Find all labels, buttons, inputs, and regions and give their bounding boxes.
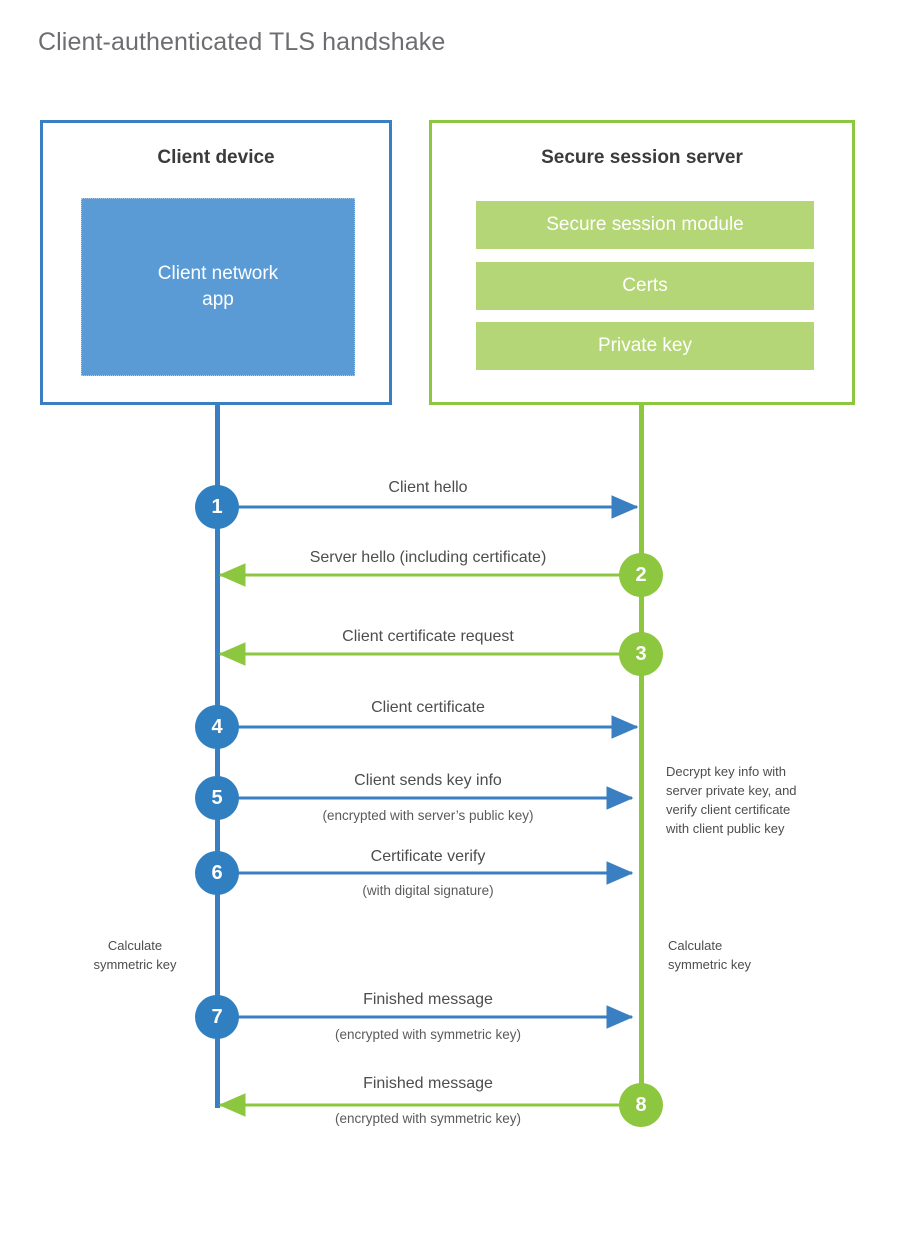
message-sublabel-8: (encrypted with symmetric key) [334, 1111, 522, 1126]
message-label-1: Client hello [388, 479, 468, 496]
note-line: Calculate [107, 938, 163, 953]
step-number-5: 5 [211, 786, 223, 809]
server-lifeline [639, 405, 644, 1105]
note-line: Decrypt key info with [666, 764, 786, 779]
server-module-label: Private key [598, 335, 692, 356]
server-module-certs: Certs [476, 262, 814, 310]
message-label-8: Finished message [363, 1075, 493, 1092]
step-circle-1[interactable]: 1 [195, 485, 239, 529]
message-label-4: Client certificate [371, 699, 485, 716]
step-number-4: 4 [211, 715, 223, 738]
message-sublabel-5: (encrypted with server’s public key) [322, 808, 534, 823]
note-decrypt-key-info: Decrypt key info with server private key… [666, 763, 836, 838]
message-label-7: Finished message [363, 991, 493, 1008]
step-number-7: 7 [211, 1005, 223, 1028]
note-line: Calculate [668, 938, 723, 953]
step-circle-2[interactable]: 2 [619, 553, 663, 597]
step-circle-5[interactable]: 5 [195, 776, 239, 820]
step-circle-4[interactable]: 4 [195, 705, 239, 749]
client-lifeline [215, 405, 220, 1108]
step-number-1: 1 [211, 495, 223, 518]
message-sublabel-6: (with digital signature) [362, 883, 494, 898]
secure-session-server-title: Secure session server [541, 147, 743, 168]
message-label-3: Client certificate request [342, 628, 514, 645]
step-circle-7[interactable]: 7 [195, 995, 239, 1039]
page-title: Client-authenticated TLS handshake [38, 28, 446, 56]
server-module-private-key: Private key [476, 322, 814, 370]
note-calculate-symmetric-key-server: Calculate symmetric key [668, 937, 818, 975]
step-circle-8[interactable]: 8 [619, 1083, 663, 1127]
step-circle-3[interactable]: 3 [619, 632, 663, 676]
step-number-3: 3 [635, 642, 647, 665]
step-number-6: 6 [211, 861, 223, 884]
note-line: verify client certificate [666, 801, 791, 817]
note-line: server private key, and [666, 782, 797, 798]
note-line: with client public key [666, 820, 785, 836]
client-device-title: Client device [157, 147, 275, 168]
step-circle-6[interactable]: 6 [195, 851, 239, 895]
note-line: symmetric key [93, 956, 177, 972]
message-label-5: Client sends key info [354, 772, 502, 789]
message-label-2: Server hello (including certificate) [309, 549, 547, 566]
note-line: symmetric key [668, 956, 752, 972]
secure-session-server-box: Secure session server Secure session mod… [429, 120, 855, 405]
server-module-secure-session-module: Secure session module [476, 201, 814, 249]
server-module-label: Secure session module [546, 214, 744, 235]
step-number-2: 2 [635, 563, 647, 586]
message-sublabel-7: (encrypted with symmetric key) [334, 1027, 522, 1042]
note-calculate-symmetric-key-client: Calculate symmetric key [62, 937, 208, 975]
message-label-6: Certificate verify [370, 848, 486, 865]
step-number-8: 8 [635, 1093, 647, 1116]
server-module-label: Certs [622, 275, 668, 296]
